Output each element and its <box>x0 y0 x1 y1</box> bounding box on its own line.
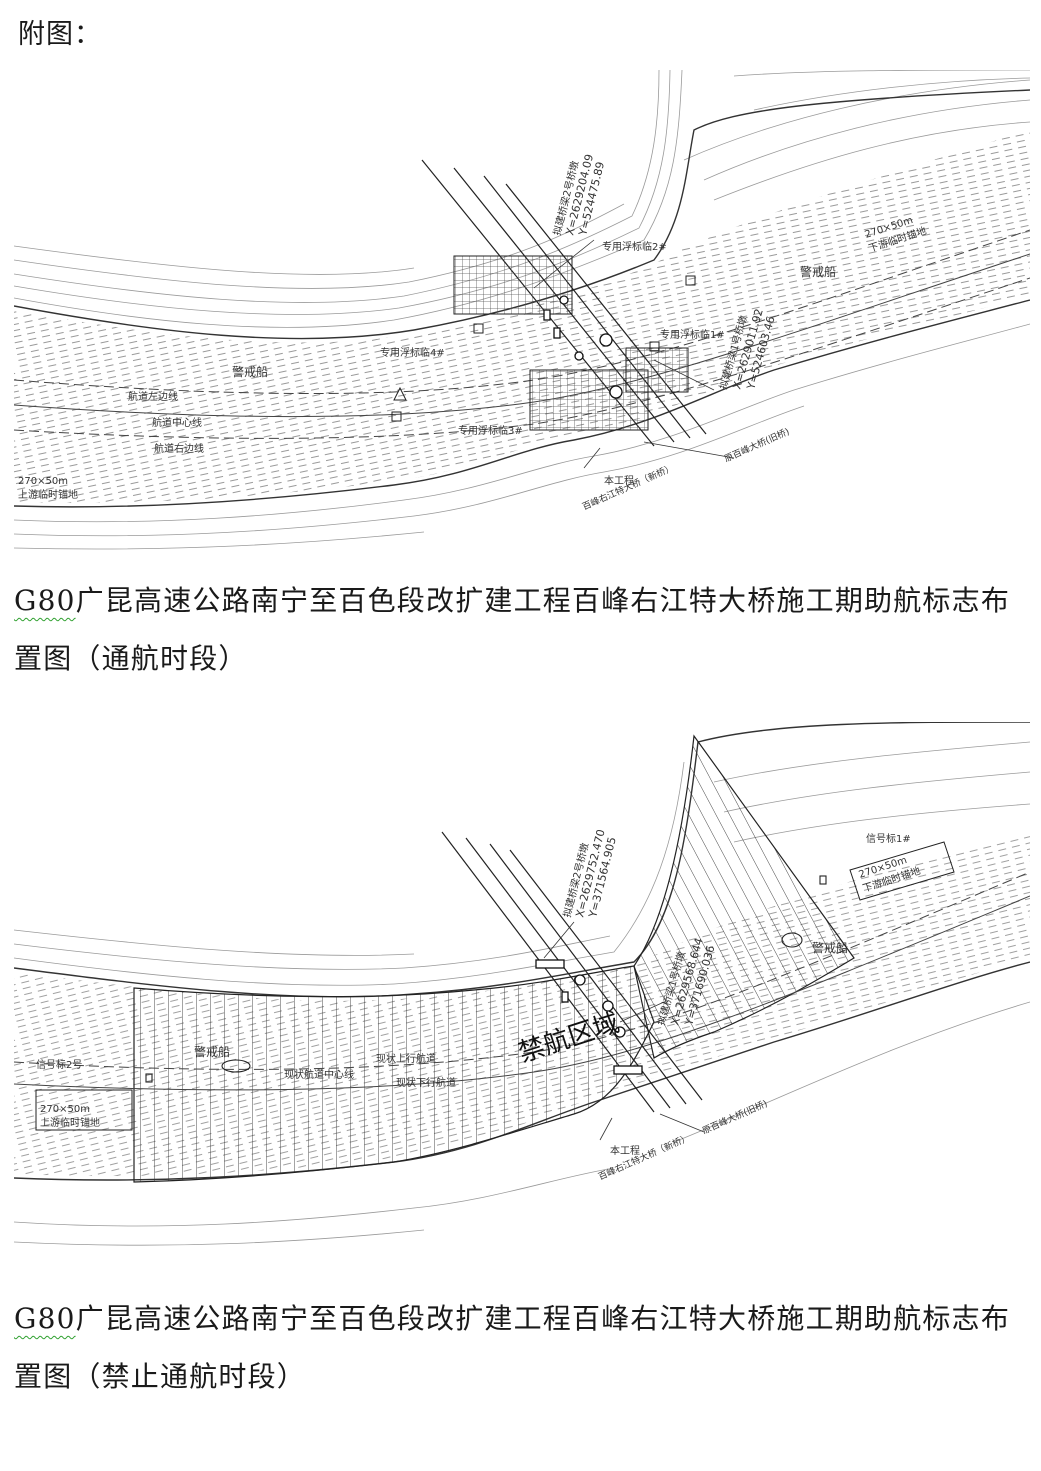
nav-left-line-label: 航道左边线 <box>128 390 178 403</box>
guard-boat-left: 警戒船 <box>232 364 268 379</box>
work-zone-upper <box>453 255 573 315</box>
figure1-caption-prefix: G80 <box>14 584 76 617</box>
river-banks <box>14 89 1030 508</box>
figure2-caption-prefix: G80 <box>14 1302 76 1335</box>
guard-boat-right: 警戒船 <box>800 264 836 279</box>
prohibited-zone-right <box>633 734 855 1059</box>
anchorage-size-left: 270×50m <box>40 1104 90 1115</box>
prohibited-zone-left <box>133 965 655 1183</box>
terrain-contours <box>14 741 1030 1246</box>
anchorage-size-left: 270×50m <box>18 476 68 487</box>
work-zone-right <box>625 347 689 393</box>
nav-right-line-label: 航道右边线 <box>154 442 204 455</box>
navigation-map-open: 拟建桥梁2号桥墩 X=2629204.09 Y=524475.89 专用浮标临2… <box>14 70 1030 552</box>
project-label: 本工程 <box>610 1144 640 1157</box>
guard-boat-right: 警戒船 <box>812 940 848 955</box>
buoy3-label: 专用浮标临3# <box>458 424 523 437</box>
appendix-heading: 附图： <box>18 19 102 50</box>
nav-center-line-label: 航道中心线 <box>152 416 202 429</box>
map-drawing-closed: 拟建桥梁2号桥墩 X=2629752.470 Y=371564.905 拟建桥梁… <box>14 722 1030 1246</box>
guard-boat-left: 警戒船 <box>194 1044 230 1059</box>
anchorage-up-label: 上游临时锚地 <box>40 1116 100 1129</box>
guard-boat-markers <box>145 875 827 1083</box>
bridge-axes <box>441 831 703 1113</box>
new-bridge-label: 百峰右江特大桥（新桥） <box>596 1132 691 1183</box>
buoy2-label: 专用浮标临2# <box>602 240 667 253</box>
signal2-label: 信号标2号 <box>36 1059 82 1071</box>
figure1-caption: G80广昆高速公路南宁至百色段改扩建工程百峰右江特大桥施工期助航标志布置图（通航… <box>14 572 1030 688</box>
figure1-caption-text: 广昆高速公路南宁至百色段改扩建工程百峰右江特大桥施工期助航标志布置图（通航时段） <box>14 584 1011 675</box>
new-bridge-label: 百峰右江特大桥（新桥） <box>580 462 675 513</box>
buoy4-label: 专用浮标临4# <box>380 346 445 359</box>
figure2-caption: G80广昆高速公路南宁至百色段改扩建工程百峰右江特大桥施工期助航标志布置图（禁止… <box>14 1290 1030 1406</box>
leader-lines <box>543 921 705 1141</box>
current-up-channel: 现状上行航道 <box>376 1052 436 1065</box>
anchorage-up-label: 上游临时锚地 <box>18 488 78 501</box>
buoy1-label: 专用浮标临1# <box>660 328 725 341</box>
project-label: 本工程 <box>604 474 634 487</box>
map-drawing-open: 拟建桥梁2号桥墩 X=2629204.09 Y=524475.89 专用浮标临2… <box>14 70 1030 550</box>
current-center-line: 现状航道中心线 <box>284 1068 354 1081</box>
bridge-piers <box>543 295 623 399</box>
river-surface <box>14 130 1030 503</box>
bridge-piers <box>535 959 643 1075</box>
old-bridge-label: 原百峰大桥(旧桥) <box>700 1097 769 1136</box>
leader-lines <box>533 239 735 469</box>
old-bridge-label: 原百峰大桥(旧桥) <box>722 425 791 464</box>
signal1-label: 信号标1# <box>866 833 911 845</box>
anchorage-box-left <box>35 1089 133 1131</box>
terrain-contours-lower <box>14 323 1030 550</box>
navigation-map-closed: 拟建桥梁2号桥墩 X=2629752.470 Y=371564.905 拟建桥梁… <box>14 722 1030 1270</box>
buoy-markers <box>391 275 696 422</box>
navigation-lines <box>14 871 1030 1091</box>
anchorage-box-right <box>849 841 955 901</box>
figure2-caption-text: 广昆高速公路南宁至百色段改扩建工程百峰右江特大桥施工期助航标志布置图（禁止通航时… <box>14 1302 1011 1393</box>
current-down-channel: 现状下行航道 <box>396 1076 456 1089</box>
